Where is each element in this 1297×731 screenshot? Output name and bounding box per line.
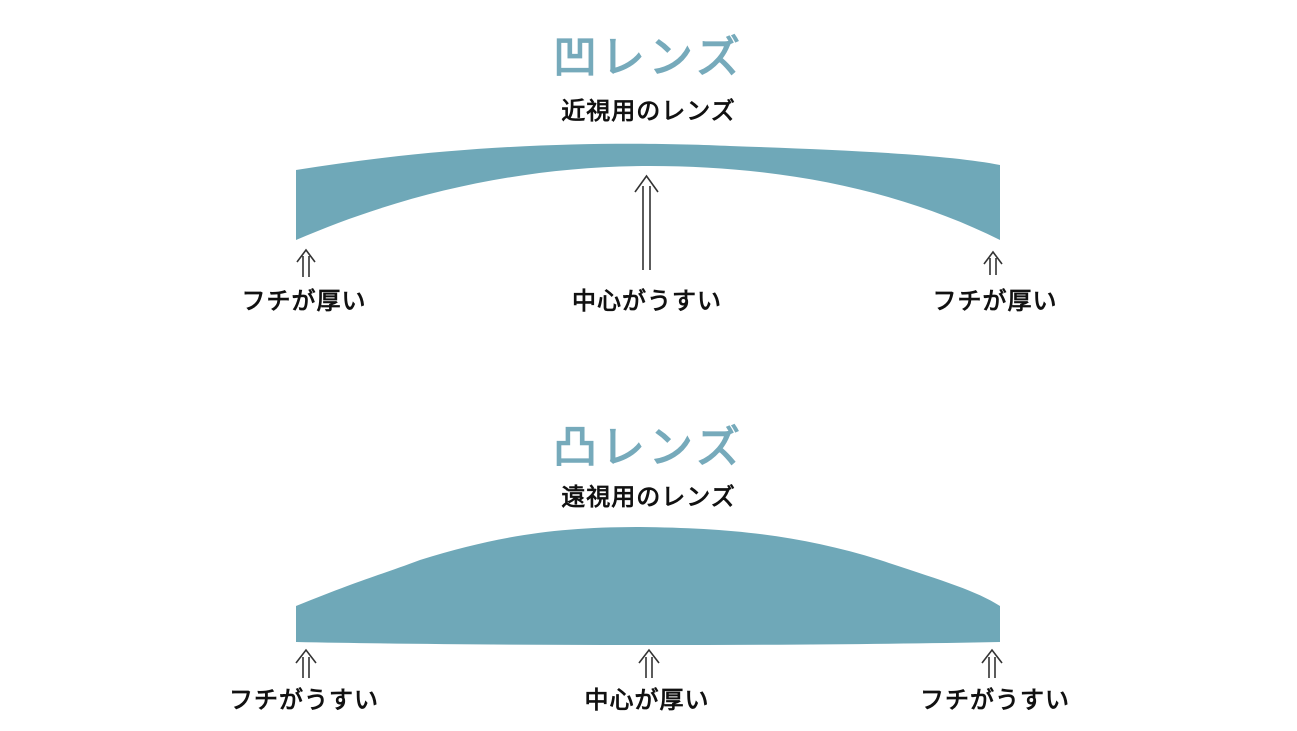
convex-center-label: 中心が厚い [584, 686, 710, 714]
concave-left-edge-label: フチが厚い [241, 287, 367, 315]
double-up-arrow-icon [295, 648, 317, 678]
double-up-arrow-icon [634, 174, 659, 270]
concave-center-label: 中心がうすい [572, 287, 722, 315]
convex-right-edge-label: フチがうすい [920, 686, 1070, 714]
concave-lens-subtitle: 近視用のレンズ [561, 97, 736, 125]
convex-lens-subtitle: 遠視用のレンズ [561, 483, 736, 511]
concave-right-edge-label: フチが厚い [932, 287, 1058, 315]
concave-lens-title: 凹レンズ [552, 32, 745, 83]
concave-lens-shape [296, 143, 1000, 240]
double-up-arrow-icon [981, 648, 1003, 678]
convex-lens-shape [296, 527, 1000, 645]
double-up-arrow-icon [296, 248, 316, 277]
convex-lens-title: 凸レンズ [552, 422, 745, 473]
double-up-arrow-icon [638, 648, 660, 678]
double-up-arrow-icon [983, 250, 1003, 275]
convex-left-edge-label: フチがうすい [229, 686, 379, 714]
